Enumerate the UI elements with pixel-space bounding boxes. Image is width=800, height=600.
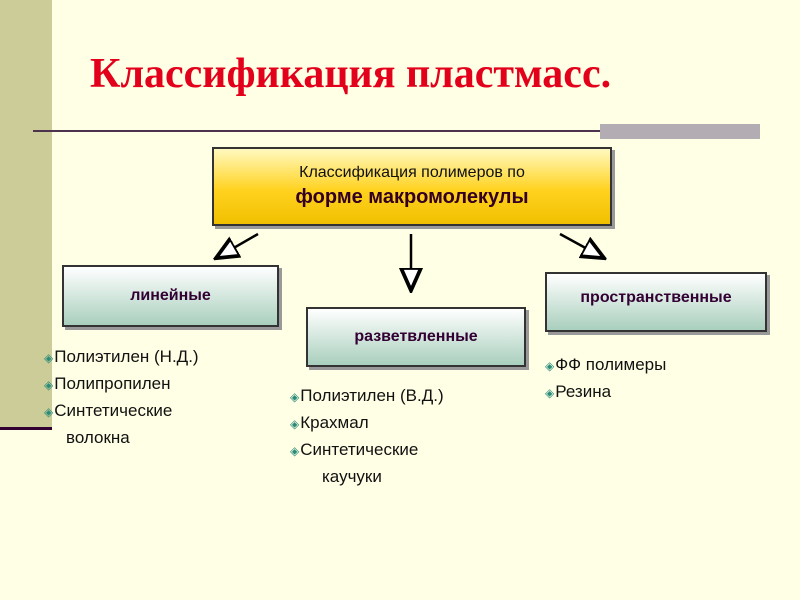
- arrow-right: [559, 232, 602, 257]
- category-network-label: пространственные: [580, 289, 732, 306]
- list-item-continuation: волокна: [66, 428, 130, 447]
- list-item: Полипропилен: [44, 371, 199, 398]
- network-list: ФФ полимеры Резина: [545, 352, 666, 406]
- branched-list: Полиэтилен (В.Д.) Крахмал Синтетические …: [290, 383, 444, 489]
- list-item: Полиэтилен (Н.Д.): [44, 344, 198, 371]
- classification-line2: форме макромолекулы: [295, 186, 529, 208]
- title-rule-accent: [600, 124, 760, 139]
- title-rule: [33, 130, 760, 132]
- category-branched: разветвленные: [306, 307, 526, 367]
- linear-list: Полиэтилен (Н.Д.) Полипропилен Синтетиче…: [44, 344, 199, 450]
- arrow-left: [218, 232, 259, 257]
- category-network: пространственные: [545, 272, 767, 332]
- list-item: Синтетические: [290, 437, 444, 464]
- list-item: Крахмал: [290, 410, 444, 437]
- category-linear: линейные: [62, 265, 279, 327]
- list-item: Синтетические: [44, 398, 199, 425]
- list-item: ФФ полимеры: [545, 352, 666, 379]
- category-linear-label: линейные: [130, 287, 211, 304]
- divider: [0, 427, 52, 430]
- list-item: Полиэтилен (В.Д.): [290, 383, 443, 410]
- list-item-continuation: каучуки: [322, 467, 382, 486]
- list-item: Резина: [545, 379, 666, 406]
- slide-title: Классификация пластмасс.: [90, 51, 612, 97]
- classification-box: Классификация полимеров по форме макромо…: [212, 147, 612, 226]
- classification-line1: Классификация полимеров по: [299, 164, 525, 181]
- category-branched-label: разветвленные: [354, 328, 478, 345]
